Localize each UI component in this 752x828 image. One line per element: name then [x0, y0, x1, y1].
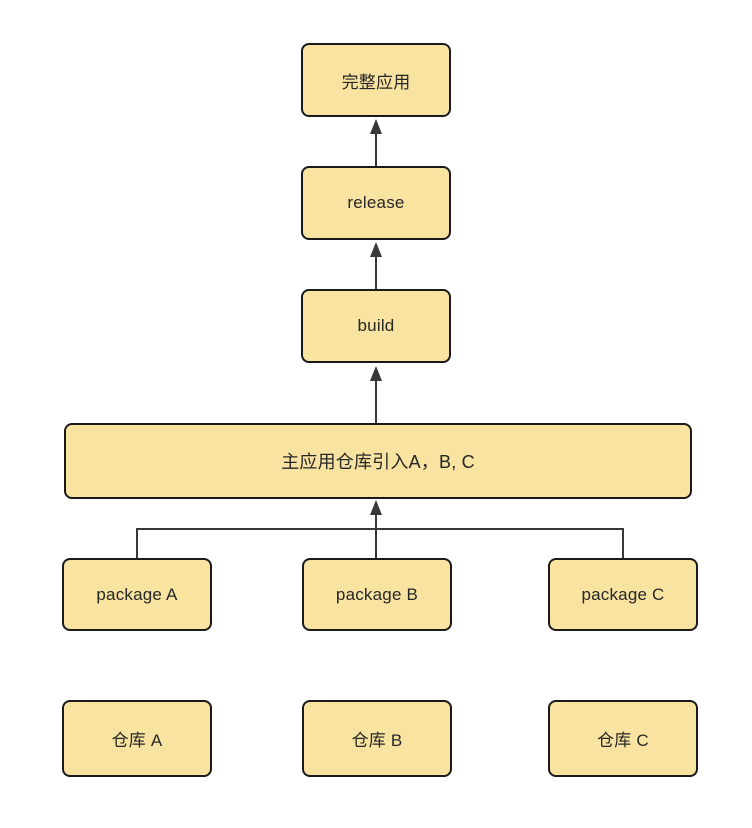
node-package-b: package B [302, 558, 452, 631]
node-complete-app: 完整应用 [301, 43, 451, 117]
node-repo-a: 仓库 A [62, 700, 212, 777]
node-package-c: package C [548, 558, 698, 631]
node-release: release [301, 166, 451, 240]
arrow-main-repo-to-build [370, 366, 382, 423]
node-build-label: build [357, 316, 395, 335]
node-build: build [301, 289, 451, 363]
node-package-a: package A [62, 558, 212, 631]
arrow-release-to-complete-app [370, 119, 382, 166]
node-package-c-label: package C [581, 584, 665, 604]
node-main-repo-label: 主应用仓库引入A，B, C [281, 452, 475, 472]
node-repo-b-label: 仓库 B [351, 731, 403, 750]
arrow-packages-to-main-repo [136, 500, 624, 558]
node-repo-a-label: 仓库 A [111, 731, 163, 750]
node-repo-c-label: 仓库 C [597, 731, 649, 750]
arrow-build-to-release [370, 242, 382, 289]
node-repo-c: 仓库 C [548, 700, 698, 777]
node-package-b-label: package B [335, 584, 419, 604]
node-complete-app-label: 完整应用 [341, 72, 411, 92]
node-package-a-label: package A [96, 584, 178, 604]
node-release-label: release [347, 193, 405, 212]
node-main-repo: 主应用仓库引入A，B, C [64, 423, 692, 499]
node-repo-b: 仓库 B [302, 700, 452, 777]
